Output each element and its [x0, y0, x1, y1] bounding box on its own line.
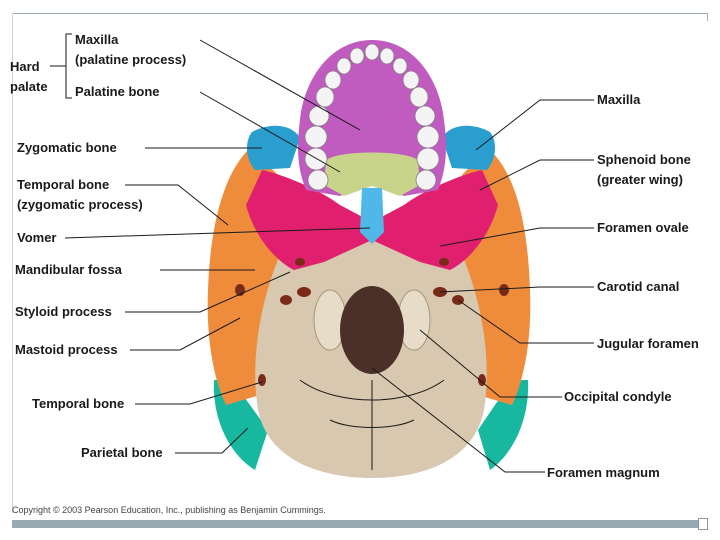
bottom-bar	[12, 520, 708, 528]
label-hard-palate-line2: palate	[10, 79, 48, 94]
label-foramen-ovale: Foramen ovale	[597, 220, 689, 235]
top-rule	[12, 13, 708, 14]
zygomatic-bone-left	[246, 125, 300, 170]
right-tick	[707, 13, 708, 21]
label-hard-palate-line1: Hard	[10, 59, 40, 74]
zygomatic-bone-right	[442, 125, 496, 170]
skull-illustration	[207, 40, 531, 478]
occipital-suture	[299, 379, 445, 470]
label-temporal-zygomatic-line1: Temporal bone	[17, 177, 109, 192]
label-parietal-bone: Parietal bone	[81, 445, 163, 460]
teeth-row	[304, 43, 440, 191]
label-styloid-process: Styloid process	[15, 304, 112, 319]
label-mandibular-fossa: Mandibular fossa	[15, 262, 123, 277]
label-sphenoid-line2: (greater wing)	[597, 172, 683, 187]
label-foramen-magnum: Foramen magnum	[547, 465, 660, 480]
label-carotid-canal: Carotid canal	[597, 279, 679, 294]
foramen-magnum-shape	[340, 286, 404, 374]
label-maxilla-palatine-line2: (palatine process)	[75, 52, 186, 67]
parietal-bone-shape-right	[478, 380, 529, 470]
label-maxilla: Maxilla	[597, 92, 641, 107]
left-rule	[12, 13, 13, 513]
hard-palate-bracket	[50, 33, 72, 99]
foramina	[235, 258, 509, 386]
vomer-bone	[360, 188, 384, 244]
label-mastoid-process: Mastoid process	[15, 342, 118, 357]
sphenoid-bone	[246, 170, 498, 270]
label-palatine-bone: Palatine bone	[75, 84, 160, 99]
label-temporal-bone: Temporal bone	[32, 396, 124, 411]
label-vomer: Vomer	[17, 230, 57, 245]
label-jugular-foramen: Jugular foramen	[597, 336, 699, 351]
label-occipital-condyle: Occipital condyle	[564, 389, 672, 404]
copyright-text: Copyright © 2003 Pearson Education, Inc.…	[12, 505, 326, 515]
palatine-bone-shape	[324, 152, 420, 196]
leader-lines	[64, 39, 594, 473]
label-temporal-zygomatic-line2: (zygomatic process)	[17, 197, 143, 212]
label-sphenoid-line1: Sphenoid bone	[597, 152, 691, 167]
label-zygomatic-bone: Zygomatic bone	[17, 140, 117, 155]
bottom-box	[698, 518, 708, 530]
label-maxilla-palatine-line1: Maxilla	[75, 32, 119, 47]
